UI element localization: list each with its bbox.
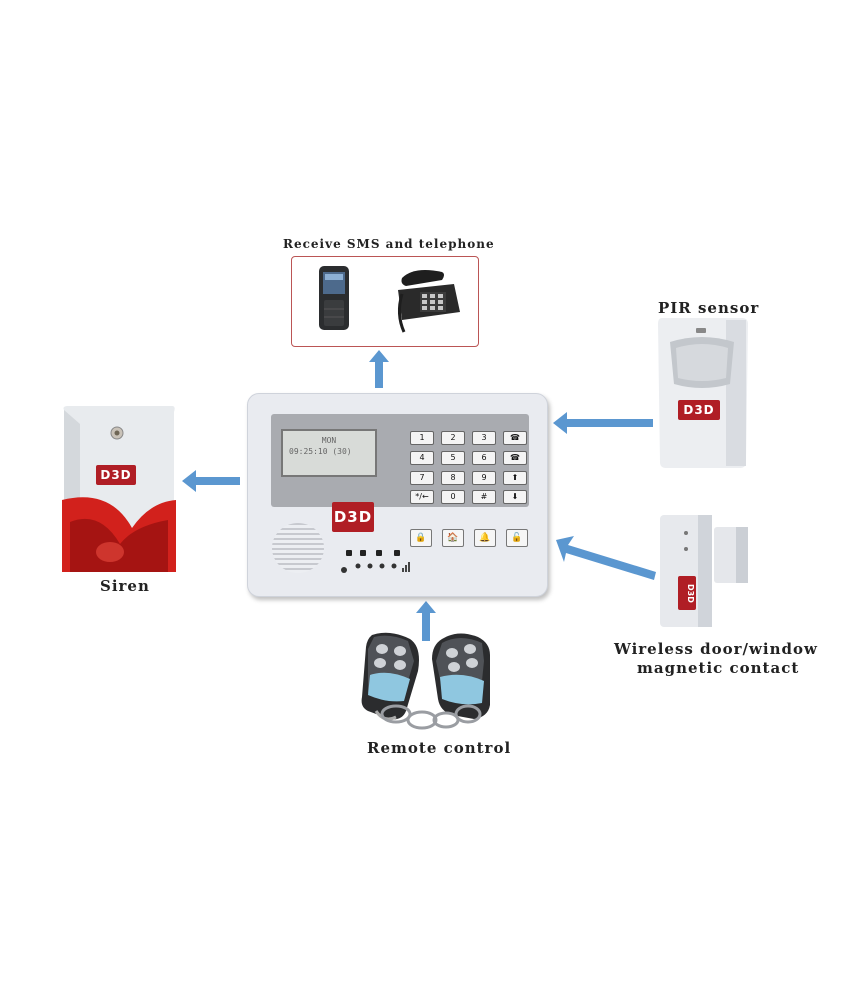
key-6[interactable]: 6 — [472, 451, 496, 465]
remote-control-left — [361, 632, 419, 721]
door-contact-label-line1: Wireless door/window — [614, 640, 818, 658]
siren-label: Siren — [100, 577, 150, 595]
remote-control-label: Remote control — [367, 739, 512, 757]
key-4[interactable]: 4 — [410, 451, 434, 465]
siren-brand-logo: D3D — [96, 465, 136, 485]
desk-telephone-icon — [397, 270, 460, 333]
pir-brand-logo: D3D — [678, 400, 720, 420]
arrow-from-pir — [553, 412, 653, 434]
key-down[interactable]: ⬇ — [503, 490, 527, 504]
arrow-from-remote — [416, 601, 436, 641]
key-hash[interactable]: # — [472, 490, 496, 504]
door-contact-label-line2: magnetic contact — [637, 659, 800, 677]
door-window-contact-device — [660, 515, 748, 627]
pir-sensor-device — [658, 318, 748, 468]
disarm-unlock-button[interactable]: 🔓 — [506, 529, 528, 547]
lcd-line-2: 09:25:10 (30) — [289, 447, 352, 456]
lcd-line-1: MON — [321, 436, 337, 445]
alarm-bell-button[interactable]: 🔔 — [474, 529, 496, 547]
arrow-from-door-contact — [556, 536, 656, 580]
arrow-up-to-sms — [369, 350, 389, 388]
keychain-rings — [380, 704, 482, 730]
speaker-grille — [272, 523, 324, 573]
key-8[interactable]: 8 — [441, 471, 465, 485]
lcd-display: MON 09:25:10 (30) — [281, 429, 377, 477]
key-5[interactable]: 5 — [441, 451, 465, 465]
key-phone-2[interactable]: ☎ — [503, 451, 527, 465]
key-9[interactable]: 9 — [472, 471, 496, 485]
key-star-back[interactable]: */← — [410, 490, 434, 504]
key-7[interactable]: 7 — [410, 471, 434, 485]
key-0[interactable]: 0 — [441, 490, 465, 504]
mobile-phone-icon — [319, 266, 349, 330]
key-1[interactable]: 1 — [410, 431, 434, 445]
door-contact-brand-logo: D3D — [678, 576, 696, 610]
status-indicator-leds — [341, 550, 410, 573]
pir-sensor-label: PIR sensor — [658, 299, 760, 317]
receive-sms-label: Receive SMS and telephone — [283, 237, 495, 251]
remote-control-right — [432, 633, 490, 719]
key-2[interactable]: 2 — [441, 431, 465, 445]
arm-lock-button[interactable]: 🔒 — [410, 529, 432, 547]
panel-brand-logo: D3D — [332, 502, 374, 532]
key-up[interactable]: ⬆ — [503, 471, 527, 485]
home-arm-button[interactable]: 🏠 — [442, 529, 464, 547]
key-3[interactable]: 3 — [472, 431, 496, 445]
key-phone-1[interactable]: ☎ — [503, 431, 527, 445]
arrow-left-to-siren — [182, 470, 240, 492]
siren-device — [62, 406, 176, 572]
